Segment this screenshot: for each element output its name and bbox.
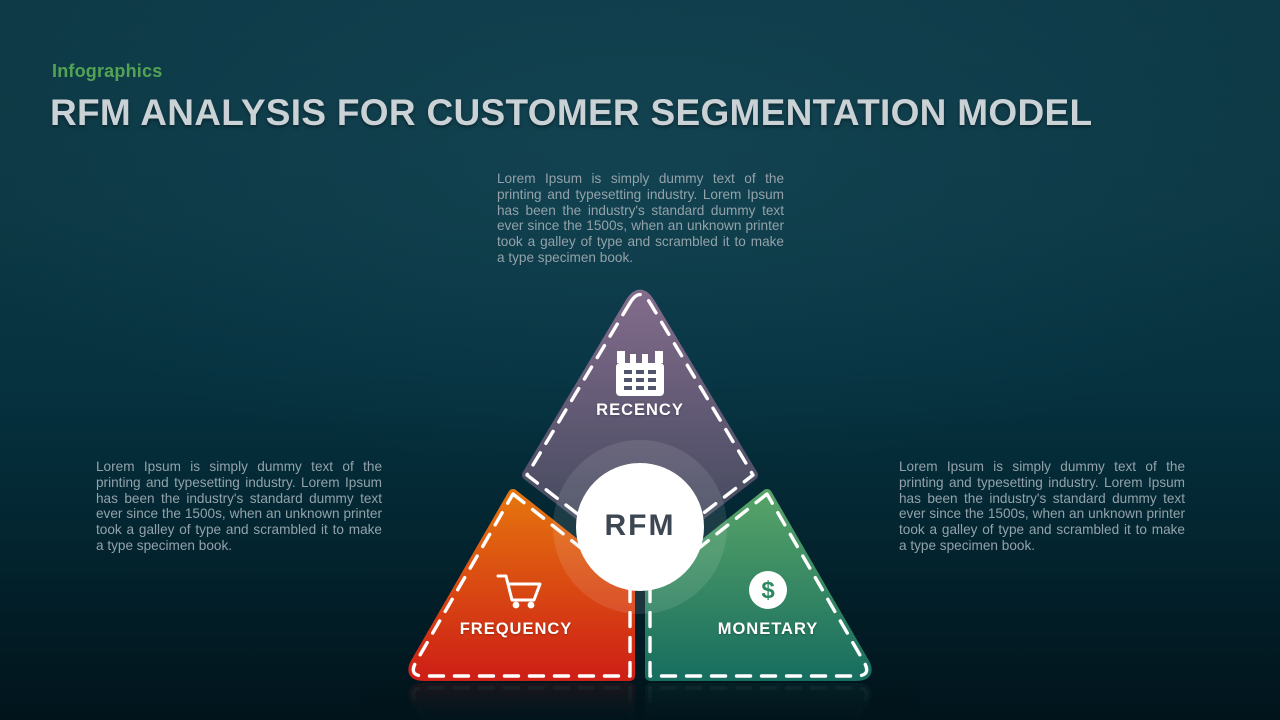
segment-label-monetary: MONETARY [717,620,819,638]
shopping-cart-icon [496,574,542,609]
dollar-icon: $ [749,571,787,609]
reflection-fade [360,679,920,720]
eyebrow-label: Infographics [52,61,163,81]
description-left: Lorem Ipsum is simply dummy text of the … [96,459,382,553]
segment-label-recency: RECENCY [596,401,684,419]
segment-label-frequency: FREQUENCY [459,620,573,638]
calendar-icon [616,351,664,396]
description-right: Lorem Ipsum is simply dummy text of the … [899,459,1185,553]
page-title: RFM ANALYSIS FOR CUSTOMER SEGMENTATION M… [50,92,1093,133]
svg-text:$: $ [761,577,775,604]
rfm-center-label: RFM [604,509,676,542]
rfm-center-circle [576,463,704,591]
description-top: Lorem Ipsum is simply dummy text of the … [497,171,784,265]
